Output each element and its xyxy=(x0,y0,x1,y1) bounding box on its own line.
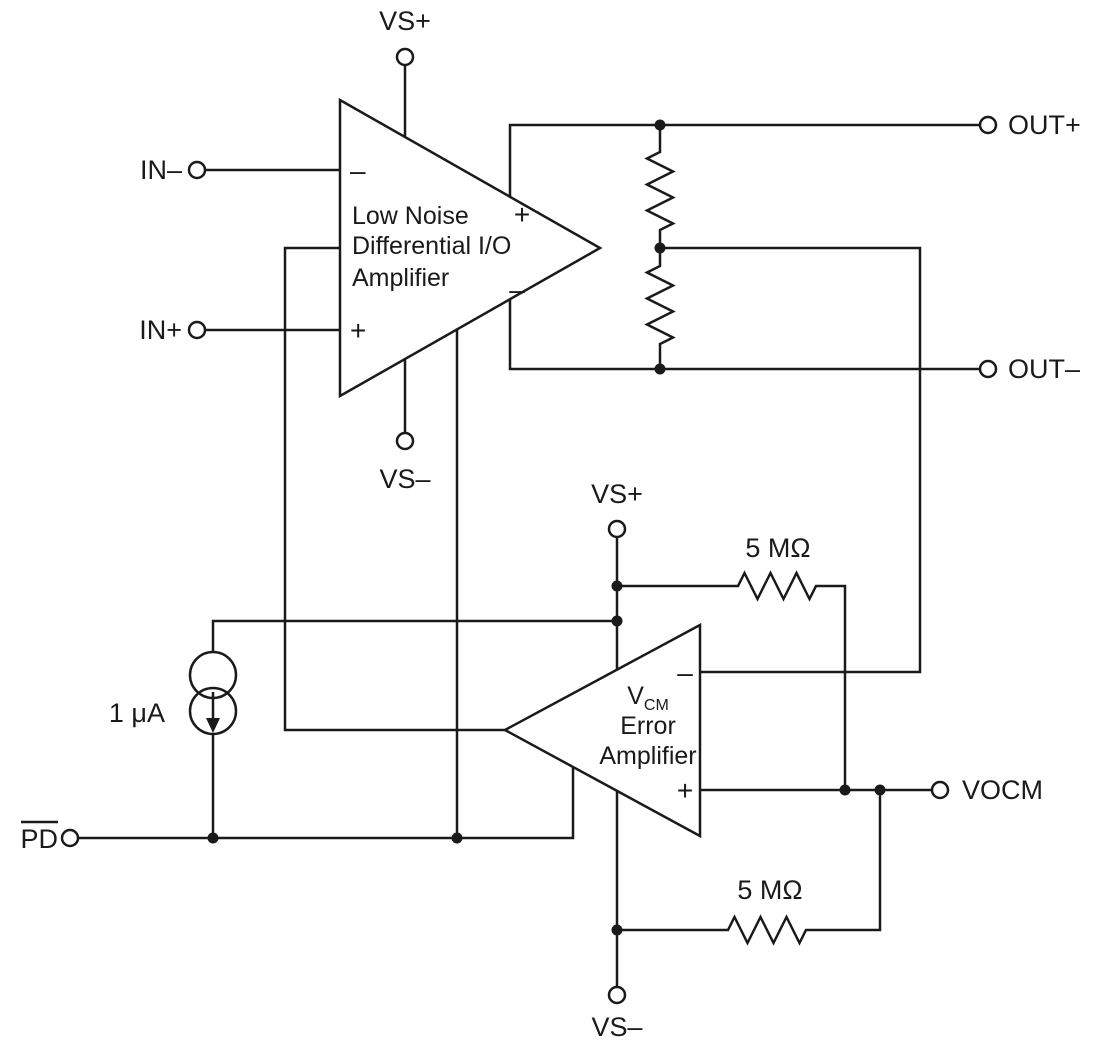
in-minus-terminal xyxy=(187,160,207,180)
error-amp-label-line3: Amplifier xyxy=(599,742,696,770)
junction-dot xyxy=(611,924,623,936)
error-amp-label-line1: VCM xyxy=(627,682,669,714)
out-plus-label: OUT+ xyxy=(1008,110,1081,140)
vs-plus-err-label: VS+ xyxy=(591,479,643,509)
feedback-resistor-bottom xyxy=(644,248,676,369)
feedback-resistor-top xyxy=(644,125,676,248)
junction-dot xyxy=(611,615,623,627)
out-minus-wire xyxy=(508,299,980,371)
err-output-feedback-wire xyxy=(283,246,505,732)
junction-dot xyxy=(207,832,219,844)
out-minus-label: OUT– xyxy=(1008,354,1080,384)
junction-dot xyxy=(611,580,623,592)
r-top-wire xyxy=(617,570,847,790)
resistor-top-label: 5 MΩ xyxy=(745,533,810,563)
main-amplifier-label: Low Noise Differential I/O Amplifier xyxy=(352,202,511,292)
cm-sense-wire xyxy=(660,246,922,674)
current-source-circle-bottom xyxy=(188,686,238,736)
main-amp-input-minus-sign: – xyxy=(350,155,366,186)
error-amp-label-line2: Error xyxy=(620,712,676,740)
main-amplifier-triangle xyxy=(338,97,603,399)
main-amp-output-minus-sign: – xyxy=(509,274,525,305)
main-amp-label-line1: Low Noise xyxy=(352,202,469,230)
main-amp-label-line3: Amplifier xyxy=(352,264,449,292)
out-plus-terminal xyxy=(978,115,998,135)
vs-plus-err-terminal xyxy=(607,519,627,539)
main-amp-output-plus-sign: + xyxy=(514,199,530,230)
current-source-top-wire xyxy=(211,619,617,652)
junction-dot xyxy=(654,363,666,375)
pd-terminal xyxy=(60,828,80,848)
vs-minus-main-label: VS– xyxy=(379,464,430,494)
current-source-arrow-head xyxy=(206,718,220,733)
vcm-sub: CM xyxy=(644,697,669,714)
in-plus-label: IN+ xyxy=(139,315,182,345)
junction-dot xyxy=(839,784,851,796)
vs-minus-main-terminal xyxy=(395,431,415,451)
error-amp-input-plus-sign: + xyxy=(677,775,693,806)
pd-label-group: PD xyxy=(20,820,58,854)
vs-plus-main-terminal xyxy=(395,47,415,67)
current-source-symbol xyxy=(188,650,238,736)
error-amplifier-label: VCM Error Amplifier xyxy=(599,682,696,770)
junction-dots xyxy=(207,119,886,936)
vocm-label: VOCM xyxy=(962,775,1043,805)
error-amp-input-minus-sign: – xyxy=(677,657,693,688)
resistor-bottom-label: 5 MΩ xyxy=(737,875,802,905)
in-plus-terminal xyxy=(187,320,207,340)
main-amp-label-line2: Differential I/O xyxy=(352,232,511,260)
junction-dot xyxy=(451,832,463,844)
current-source-label: 1 μA xyxy=(109,698,165,728)
current-source-circle-top xyxy=(188,650,238,700)
junction-dot xyxy=(654,119,666,131)
terminal-pins xyxy=(60,47,998,1005)
vs-minus-err-terminal xyxy=(607,985,627,1005)
junction-dot xyxy=(654,242,666,254)
pd-label: PD xyxy=(20,824,58,854)
pd-wire xyxy=(78,767,575,840)
error-amplifier-triangle xyxy=(502,622,702,839)
vocm-terminal xyxy=(930,780,950,800)
junction-dot xyxy=(874,784,886,796)
vs-minus-err-label: VS– xyxy=(591,1012,642,1042)
out-plus-wire xyxy=(508,123,980,197)
wires xyxy=(78,65,980,987)
vs-plus-main-label: VS+ xyxy=(379,6,431,36)
main-amp-input-plus-sign: + xyxy=(350,315,366,346)
in-minus-label: IN– xyxy=(140,155,182,185)
vcm-v: V xyxy=(627,682,644,710)
out-minus-terminal xyxy=(978,359,998,379)
r-bottom-wire xyxy=(617,790,882,946)
